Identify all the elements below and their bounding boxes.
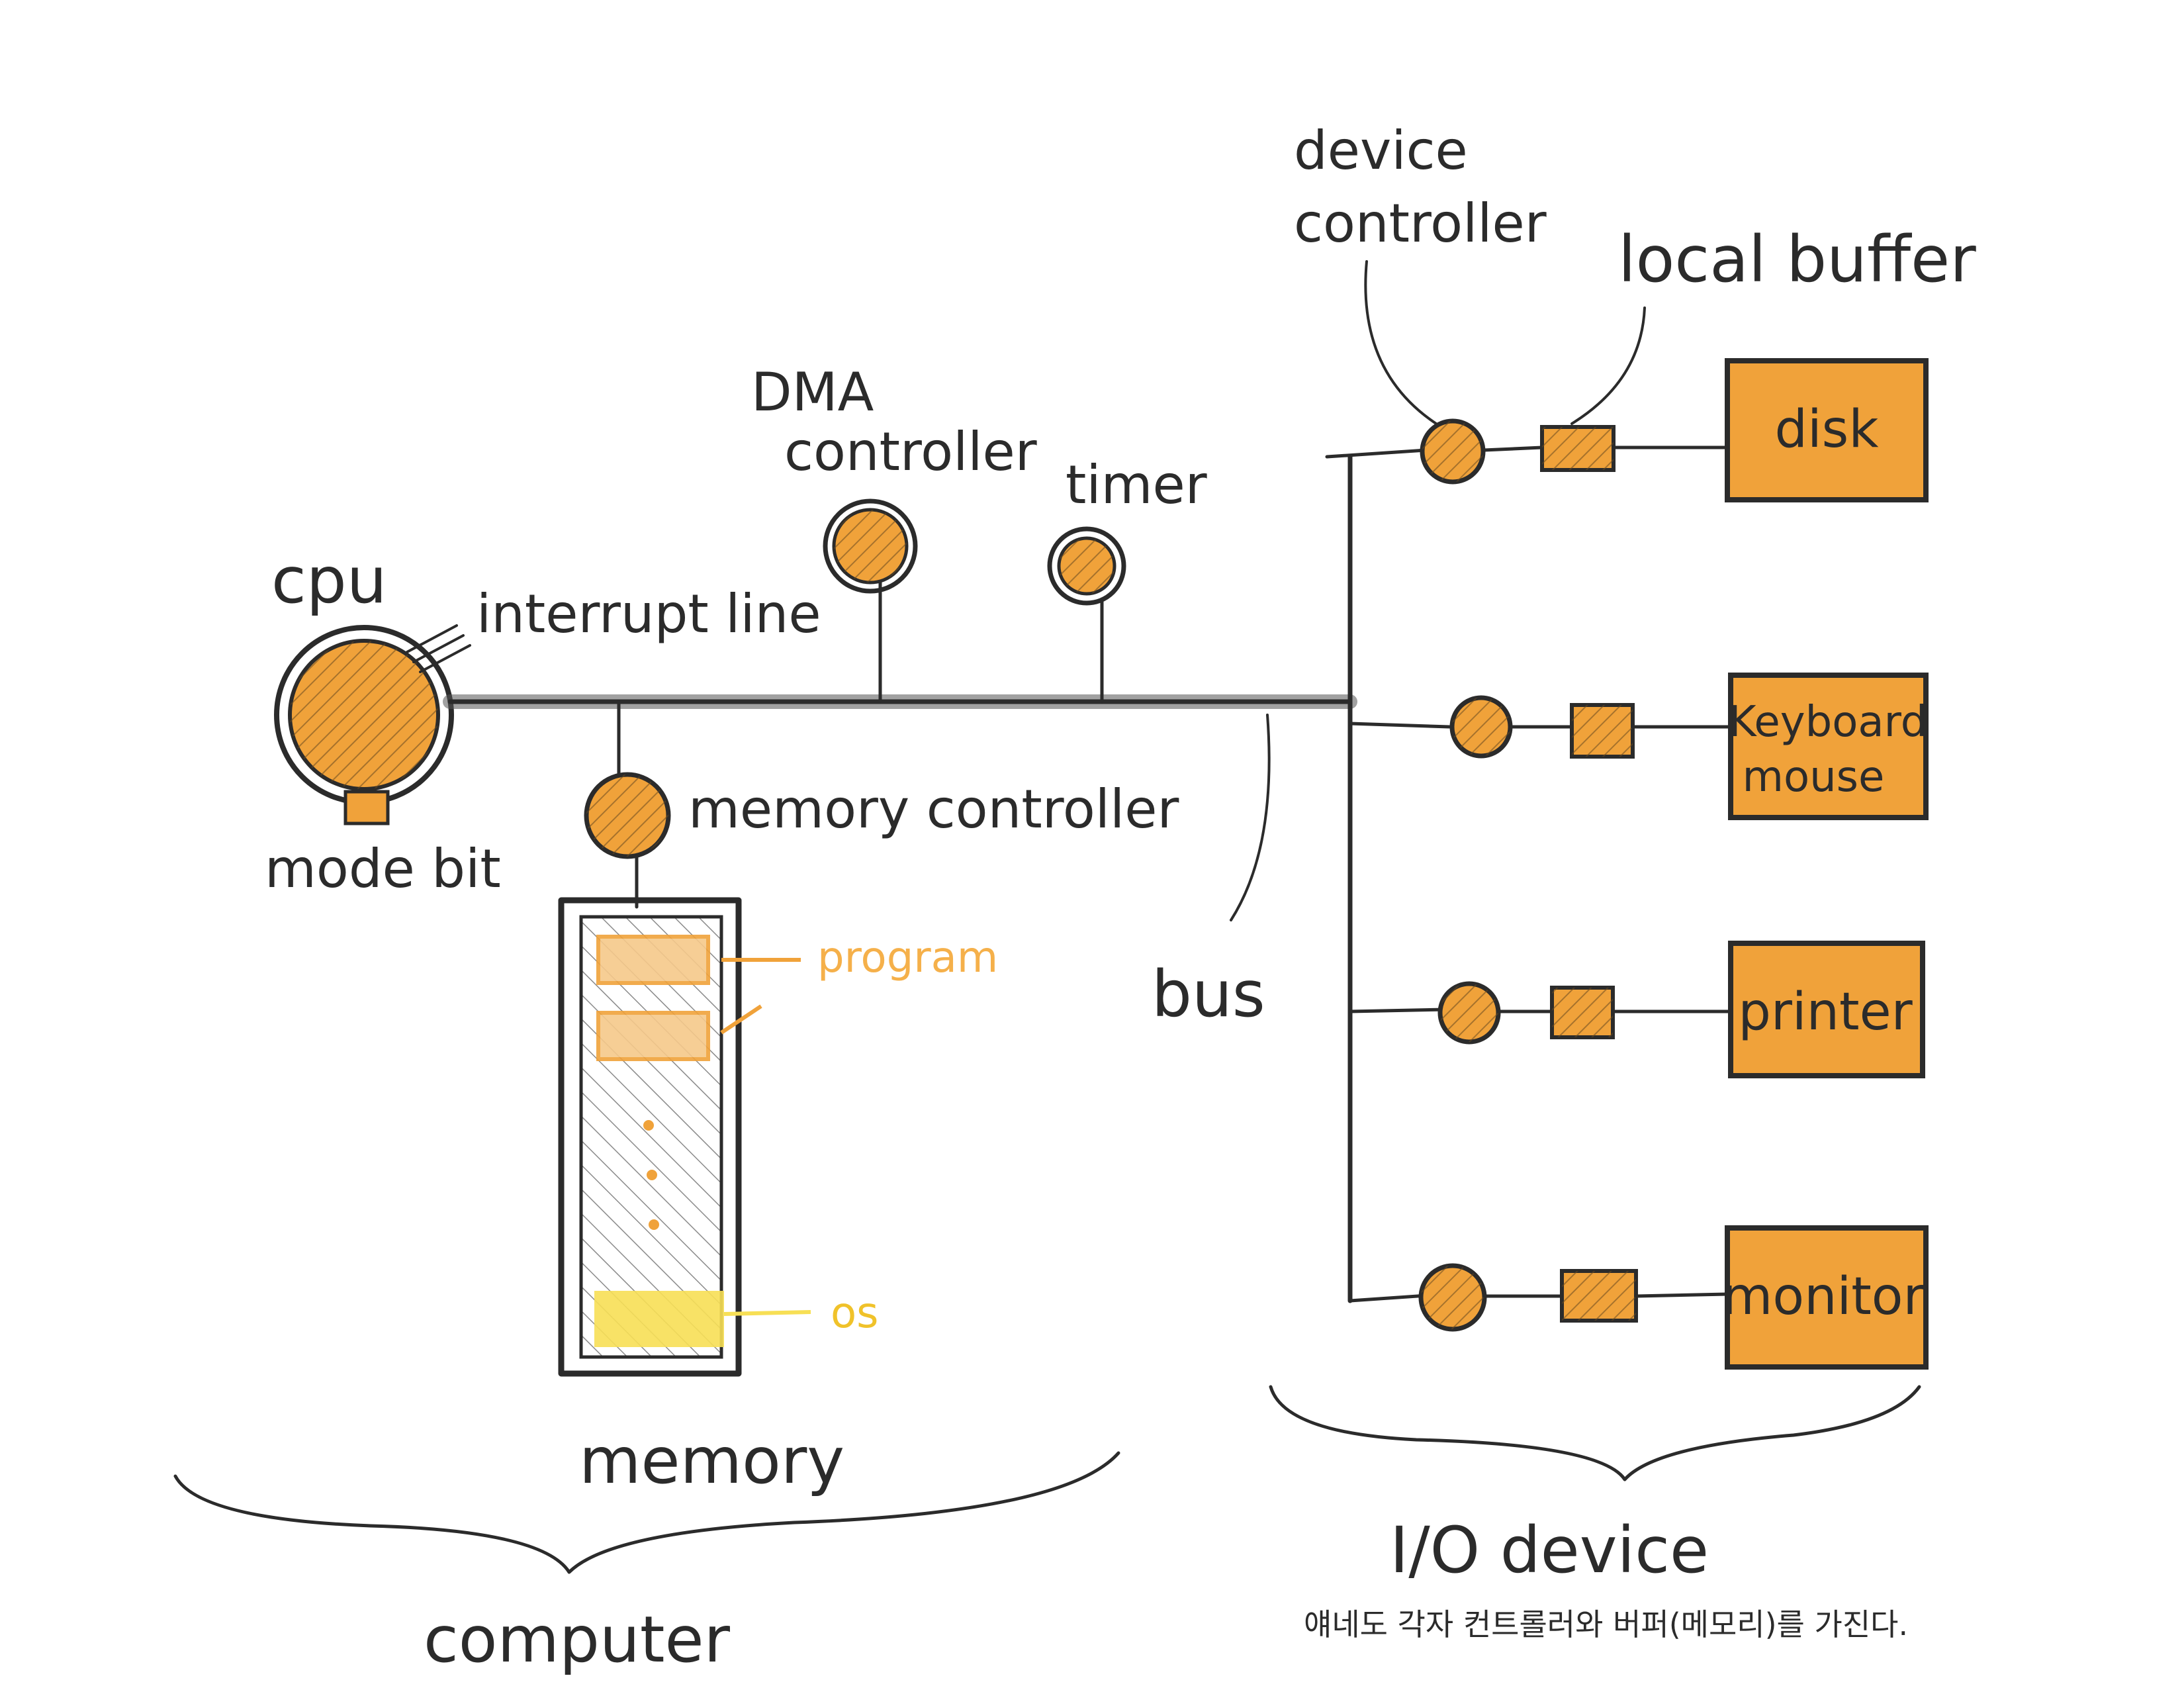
io-device-label: I/O device: [1390, 1513, 1709, 1587]
memory-controller-label: memory controller: [688, 778, 1179, 840]
device-row-disk: disk: [1420, 358, 1929, 502]
computer-brace: [173, 1451, 1120, 1574]
device-label-monitor: monitor: [1722, 1267, 1925, 1327]
device-label-printer: printer: [1738, 982, 1913, 1042]
device-box-keyboard-mouse: [1728, 673, 1929, 820]
device-box-monitor: [1725, 1225, 1929, 1370]
dma-label-line2: controller: [784, 421, 1037, 483]
device-label-keyboard: Keyboard: [1729, 698, 1928, 747]
memory-block: [558, 897, 811, 1377]
program-slot-1: [596, 935, 710, 985]
cpu-node: [274, 624, 471, 825]
dma-controller-node: [823, 498, 918, 704]
program-slot-2: [596, 1011, 710, 1061]
korean-note: 얘네도 각자 컨트롤러와 버퍼(메모리)를 가진다.: [1304, 1607, 1908, 1642]
mode-bit-label: mode bit: [265, 838, 501, 900]
dma-label-line1: DMA: [751, 361, 874, 423]
timer-label: timer: [1066, 454, 1207, 516]
os-slot: [594, 1291, 724, 1347]
bus-label: bus: [1152, 957, 1265, 1031]
device-box-disk: [1725, 358, 1929, 502]
local-buffer-label: local buffer: [1618, 222, 1976, 297]
mode-bit-box: [343, 790, 390, 825]
memory-controller-node: [584, 700, 671, 909]
device-controller-label-line1: device: [1294, 120, 1468, 181]
device-row-monitor: monitor: [1418, 1225, 1929, 1370]
interrupt-line-label: interrupt line: [477, 583, 821, 645]
device-row-printer: printer: [1437, 941, 1925, 1078]
device-controller-label-line2: controller: [1294, 193, 1547, 254]
program-label: program: [817, 933, 998, 982]
io-trunk: [1325, 447, 1451, 1303]
device-box-printer: [1728, 941, 1925, 1078]
memory-label: memory: [579, 1424, 844, 1498]
timer-node: [1047, 526, 1126, 704]
computer-label: computer: [424, 1603, 731, 1677]
device-label-mouse: mouse: [1743, 753, 1885, 802]
device-label-disk: disk: [1775, 400, 1879, 459]
device-row-keyboard-mouse: Keyboard mouse: [1449, 673, 1929, 820]
cpu-label: cpu: [271, 543, 387, 618]
os-label: os: [831, 1289, 879, 1338]
io-device-brace: [1269, 1385, 1921, 1481]
